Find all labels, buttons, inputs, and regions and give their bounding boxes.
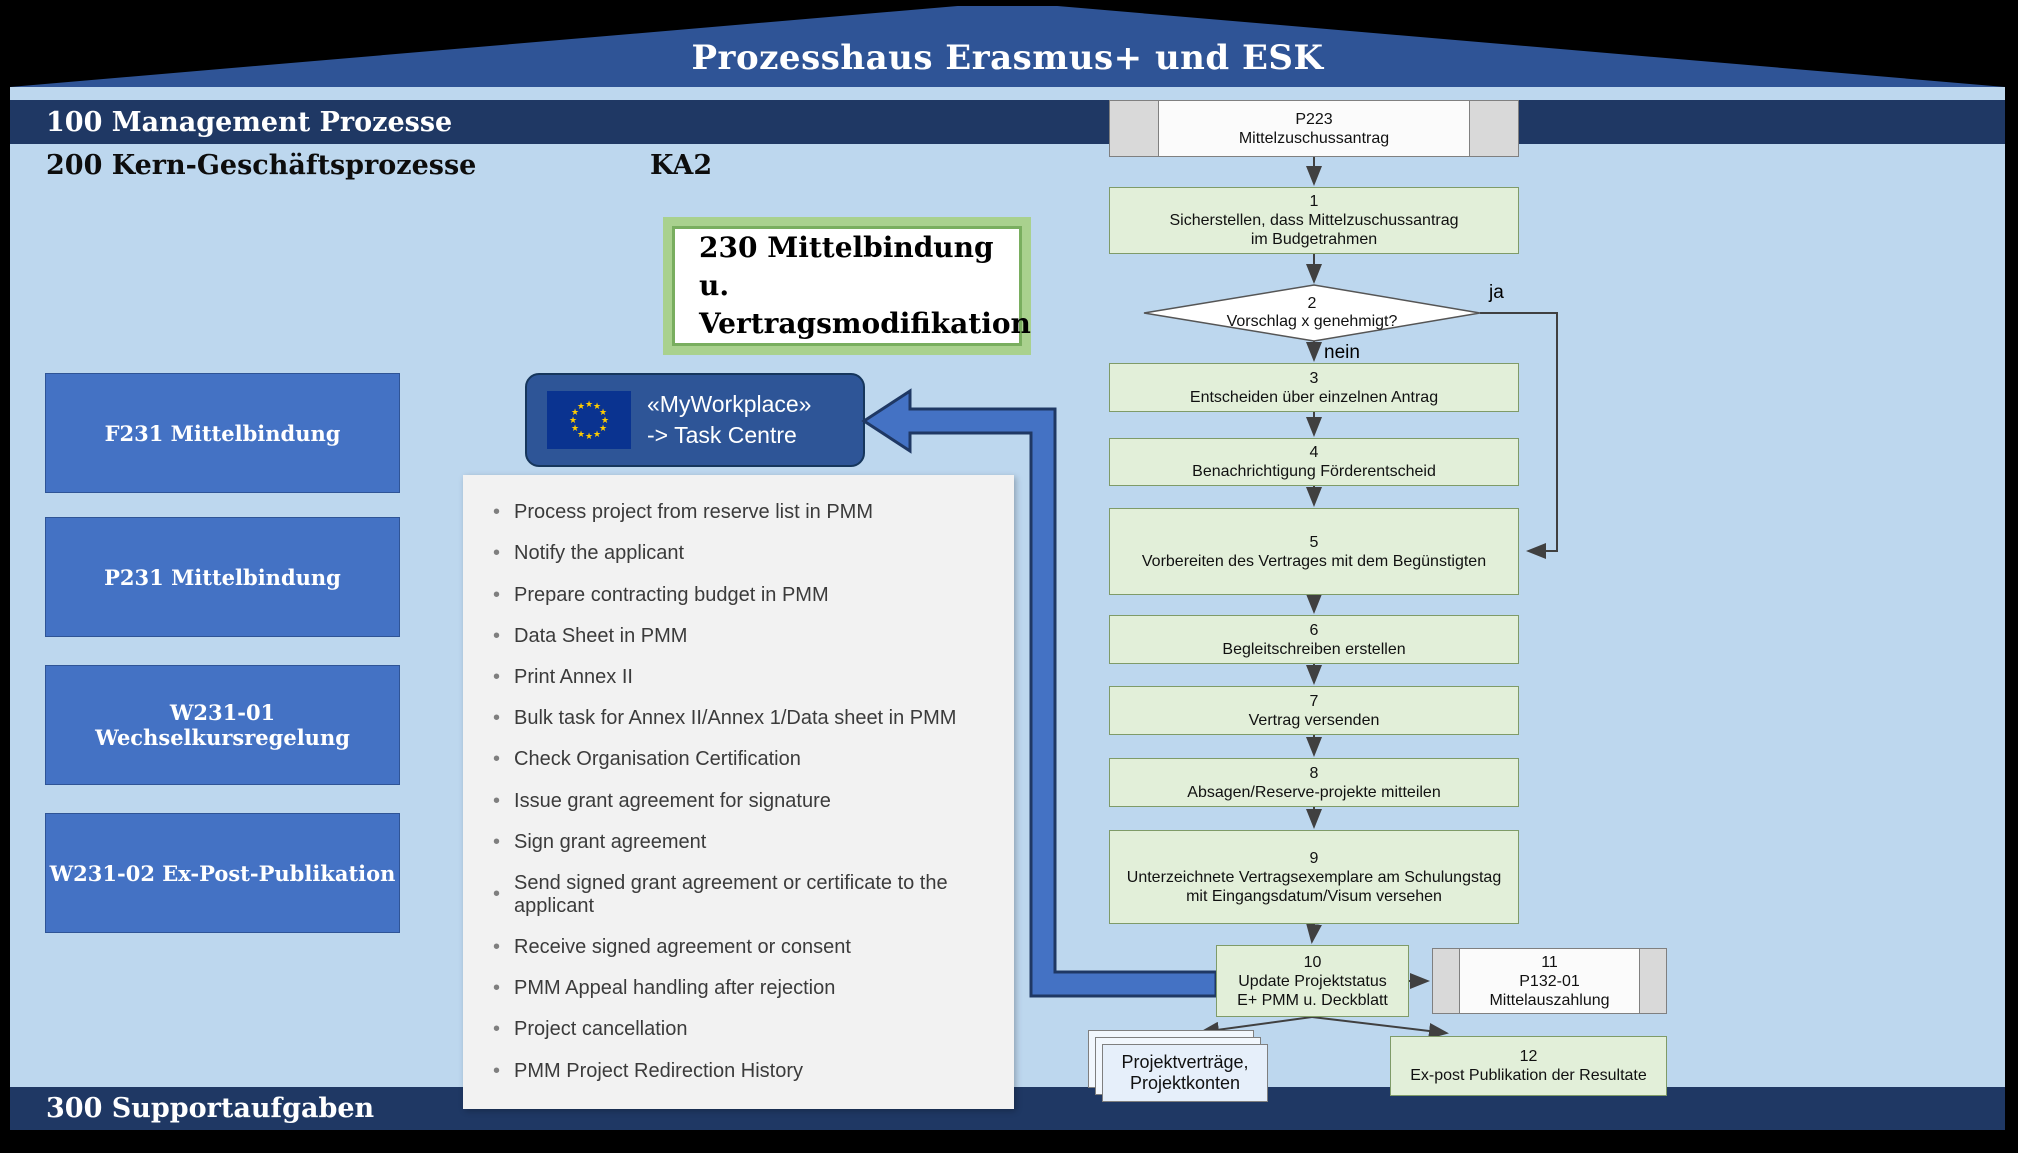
sidebar-item-w231-01: W231-01 Wechselkursregelung [45, 665, 400, 785]
flow-step-1: 1 Sicherstellen, dass Mittelzuschussantr… [1109, 187, 1519, 254]
myworkplace-line1: «MyWorkplace» [647, 390, 812, 417]
list-item: Issue grant agreement for signature [493, 790, 1006, 813]
bullet-icon [493, 501, 500, 524]
flow-step-6: 6 Begleitschreiben erstellen [1109, 615, 1519, 664]
bullet-icon [493, 666, 500, 689]
list-item: Bulk task for Annex II/Annex 1/Data shee… [493, 707, 1006, 730]
svg-text:★: ★ [593, 402, 601, 412]
list-item: Process project from reserve list in PMM [493, 501, 1006, 524]
bullet-icon [493, 748, 500, 771]
list-item: Prepare contracting budget in PMM [493, 584, 1006, 607]
sidebar-item-p231: P231 Mittelbindung [45, 517, 400, 637]
svg-text:★: ★ [601, 416, 609, 426]
flow-decision-2: 2 Vorschlag x genehmigt? [1226, 295, 1398, 330]
list-item: Send signed grant agreement or certifica… [493, 872, 1006, 918]
svg-text:★: ★ [577, 402, 585, 412]
eu-flag-stars: ★★★ ★★★ ★★★ ★★★ [569, 400, 609, 442]
bullet-icon [493, 883, 500, 906]
bullet-icon [493, 707, 500, 730]
flow-step-12: 12 Ex-post Publikation der Resultate [1390, 1036, 1667, 1096]
myworkplace-label: «MyWorkplace» -> Task Centre [647, 389, 811, 451]
heading-ka2: KA2 [650, 150, 713, 181]
list-item: Project cancellation [493, 1018, 1006, 1041]
bullet-icon [493, 936, 500, 959]
svg-text:★: ★ [577, 430, 585, 440]
flow-step-10: 10 Update Projektstatus E+ PMM u. Deckbl… [1216, 945, 1409, 1017]
label-ja: ja [1489, 282, 1504, 303]
list-item: Print Annex II [493, 666, 1006, 689]
bullet-icon [493, 1018, 500, 1041]
svg-text:★: ★ [599, 424, 607, 434]
bullet-icon [493, 790, 500, 813]
flow-node-p132-01: 11 P132-01 Mittelauszahlung [1432, 948, 1667, 1014]
flow-step-9: 9 Unterzeichnete Vertragsexemplare am Sc… [1109, 830, 1519, 924]
flow-step-4: 4 Benachrichtigung Förderentscheid [1109, 438, 1519, 486]
page-title: Prozesshaus Erasmus+ und ESK [691, 38, 1324, 78]
process-230-line2: Vertragsmodifikation [699, 306, 1031, 340]
sidebar-item-w231-02: W231-02 Ex-Post-Publikation [45, 813, 400, 933]
svg-text:★: ★ [571, 424, 579, 434]
myworkplace-box: ★★★ ★★★ ★★★ ★★★ «MyWorkplace» -> Task Ce… [525, 373, 865, 467]
svg-text:★: ★ [593, 430, 601, 440]
list-item: Data Sheet in PMM [493, 625, 1006, 648]
list-item: PMM Appeal handling after rejection [493, 977, 1006, 1000]
flow-step-8: 8 Absagen/Reserve-projekte mitteilen [1109, 758, 1519, 807]
house-roof: Prozesshaus Erasmus+ und ESK [10, 6, 2005, 87]
band-management-prozesse: 100 Management Prozesse [10, 100, 2005, 144]
heading-kern-geschaeftsprozesse: 200 Kern-Geschäftsprozesse [46, 150, 477, 181]
bullet-icon [493, 977, 500, 1000]
flow-step-7: 7 Vertrag versenden [1109, 686, 1519, 735]
bullet-icon [493, 542, 500, 565]
flow-step-3: 3 Entscheiden über einzelnen Antrag [1109, 363, 1519, 412]
eu-flag-icon: ★★★ ★★★ ★★★ ★★★ [547, 391, 631, 449]
list-item: Receive signed agreement or consent [493, 936, 1006, 959]
flow-step-5: 5 Vorbereiten des Vertrages mit dem Begü… [1109, 508, 1519, 595]
list-item: PMM Project Redirection History [493, 1060, 1006, 1083]
label-nein: nein [1324, 342, 1360, 363]
process-230-box: 230 Mittelbindung u. Vertragsmodifikatio… [672, 226, 1031, 346]
process-230-line1: 230 Mittelbindung u. [699, 231, 994, 303]
flow-node-p223: P223 Mittelzuschussantrag [1109, 100, 1519, 157]
svg-text:★: ★ [599, 408, 607, 418]
sidebar-item-f231: F231 Mittelbindung [45, 373, 400, 493]
list-item: Sign grant agreement [493, 831, 1006, 854]
document-stack: Projektverträge, Projektkonten [1088, 1030, 1270, 1104]
band-support-label: 300 Supportaufgaben [46, 1093, 375, 1124]
svg-text:★: ★ [585, 432, 593, 442]
list-item: Notify the applicant [493, 542, 1006, 565]
myworkplace-line2: -> Task Centre [647, 422, 797, 448]
band-management-label: 100 Management Prozesse [46, 106, 453, 138]
bullet-icon [493, 1060, 500, 1083]
list-item: Check Organisation Certification [493, 748, 1006, 771]
svg-text:★: ★ [571, 408, 579, 418]
bullet-icon [493, 584, 500, 607]
task-list-panel: Process project from reserve list in PMM… [463, 475, 1014, 1109]
svg-text:★: ★ [585, 400, 593, 410]
bullet-icon [493, 625, 500, 648]
bullet-icon [493, 831, 500, 854]
svg-text:★: ★ [569, 416, 577, 426]
document-page-front: Projektverträge, Projektkonten [1102, 1044, 1268, 1102]
